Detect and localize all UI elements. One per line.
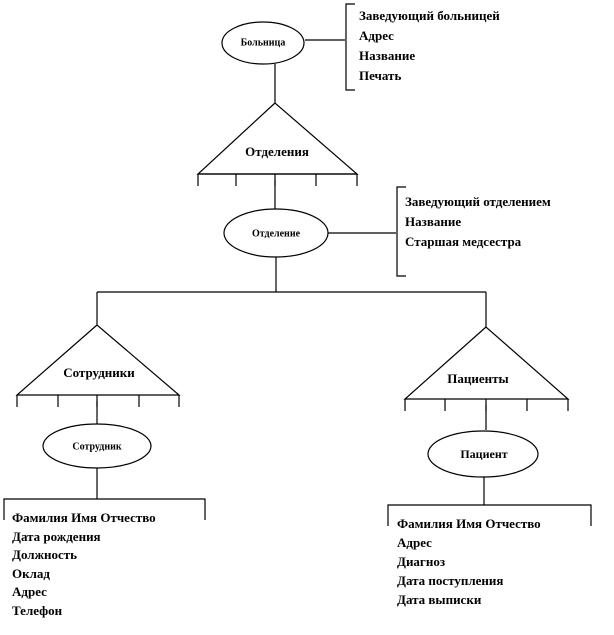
attribute: Старшая медсестра xyxy=(405,234,522,249)
employees-triangle xyxy=(15,324,181,396)
attribute: Дата рождения xyxy=(12,528,101,544)
attribute: Адрес xyxy=(397,535,432,550)
attribute: Заведующий больницей xyxy=(359,8,500,23)
attribute: Дата выписки xyxy=(397,592,482,607)
hospital-label: Больница xyxy=(241,37,286,48)
attribute: Печать xyxy=(359,68,402,83)
employee-attributes: Фамилия Имя Отчество Дата рождения Должн… xyxy=(12,509,156,620)
attribute: Фамилия Имя Отчество xyxy=(397,516,541,531)
patient-attr-bracket xyxy=(387,504,592,526)
department-attr-bracket xyxy=(396,186,406,277)
attribute: Диагноз xyxy=(397,554,446,569)
attribute: Название xyxy=(359,48,416,63)
department-attributes: Заведующий отделением Название Старшая м… xyxy=(405,192,551,252)
attribute: Оклад xyxy=(12,565,50,581)
patient-attributes: Фамилия Имя Отчество Адрес Диагноз Дата … xyxy=(397,514,541,609)
attribute: Заведующий отделением xyxy=(405,194,551,209)
employee-attr-bracket xyxy=(3,498,206,520)
attribute: Название xyxy=(405,214,462,229)
attribute: Адрес xyxy=(12,584,47,599)
attribute: Дата поступления xyxy=(397,573,504,588)
department-label: Отделение xyxy=(252,228,301,239)
patients-triangle xyxy=(403,326,570,400)
employee-label: Сотрудник xyxy=(72,441,122,452)
attribute: Должность xyxy=(12,547,78,562)
patients-label: Пациенты xyxy=(447,371,508,386)
attribute: Фамилия Имя Отчество xyxy=(12,510,156,525)
hospital-ellipse xyxy=(221,21,305,65)
departments-triangle xyxy=(196,102,359,175)
attribute: Адрес xyxy=(359,28,394,43)
departments-label: Отделения xyxy=(245,144,309,159)
patient-ellipse xyxy=(427,430,539,478)
hospital-attr-bracket xyxy=(345,3,355,91)
attribute: Телефон xyxy=(12,602,63,618)
employees-label: Сотрудники xyxy=(63,365,135,380)
hospital-attributes: Заведующий больницей Адрес Название Печа… xyxy=(359,6,500,86)
patient-label: Пациент xyxy=(460,447,507,461)
